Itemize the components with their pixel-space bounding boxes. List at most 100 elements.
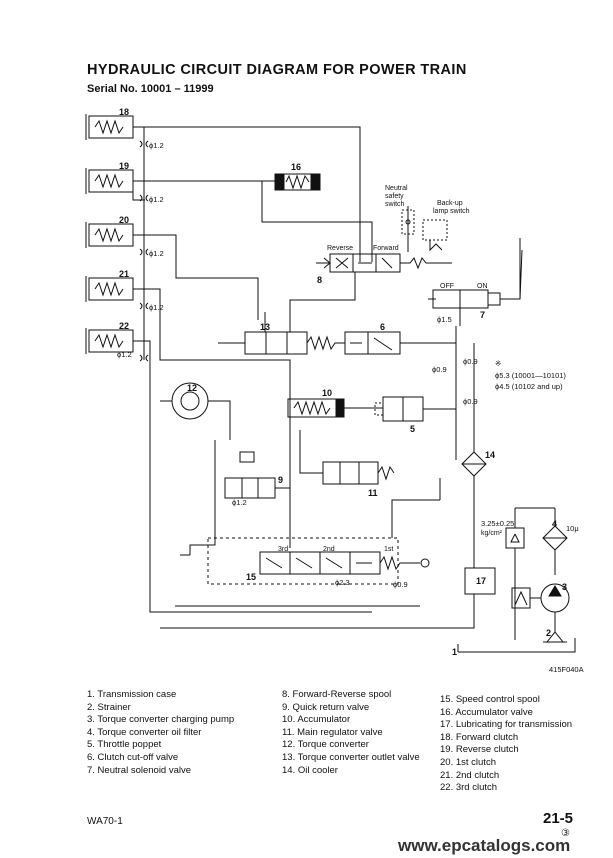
note-53: ϕ5.3 (10001—10101) [495,371,566,380]
forward-label: Forward [373,245,399,252]
label-3: 3 [562,582,567,592]
legend-item: 17. Lubricating for transmission [440,719,573,731]
clutch-18 [85,114,134,140]
legend-item: 6. Clutch cut-off valve [87,751,179,763]
orifice-22-label: ϕ1.2 [117,350,132,359]
legend-item: 16. Accumulator valve [440,706,533,718]
legend-item: 15. Speed control spool [440,694,540,705]
oil-filter-4 [542,525,568,551]
neutral-label-2: safety [385,193,404,200]
serial-number: Serial No. 10001 – 11999 [87,83,214,95]
legend-item: 9. Quick return valve [282,701,370,713]
accumulator-10 [287,398,345,418]
orifice-7-label: ϕ1.5 [437,315,452,324]
label-22: 22 [119,321,129,331]
label-19: 19 [119,161,129,171]
legend-item: 7. Neutral solenoid valve [87,764,192,776]
first-label: 1st [384,546,393,553]
orifice-9-label: ϕ1.2 [232,498,247,507]
label-1: 1 [452,647,457,657]
page-title: HYDRAULIC CIRCUIT DIAGRAM FOR POWER TRAI… [87,62,467,78]
clutch-21 [85,276,134,302]
legend-item: 3. Torque converter charging pump [87,714,235,726]
model-code: WA70-1 [87,816,123,827]
revision-mark: ③ [561,828,570,839]
on-label: ON [477,283,488,290]
transmission-case-1 [458,638,576,653]
legend-item: 10. Accumulator [282,714,351,726]
accumulator-valve-16 [274,173,321,191]
reverse-label: Reverse [327,245,353,252]
throttle-poppet-5 [374,396,424,422]
legend-item: 1. Transmission case [87,689,177,700]
label-2: 2 [546,628,551,638]
legend-item: 2. Strainer [87,701,131,713]
charging-pump-3 [511,583,570,613]
neutral-label-3: switch [385,201,405,208]
strainer-2 [543,631,567,643]
clutch-20 [85,222,134,248]
orifice-18-label: ϕ1.2 [149,141,164,150]
second-label: 2nd [323,546,335,553]
clutch-cutoff-valve-6 [344,331,401,355]
filter-rating: 10μ [566,524,579,533]
lubrication-box-17 [464,567,496,595]
main-regulator-valve-11 [322,461,395,485]
orifice-21-label: ϕ1.2 [149,303,164,312]
orifice-15b-label: ϕ0.9 [393,580,408,589]
legend-item: 14. Oil cooler [282,764,338,776]
legend-item: 4. Torque converter oil filter [87,726,202,738]
label-6: 6 [380,322,385,332]
orifice-15a-label: ϕ2.3 [335,578,350,587]
third-label: 3rd [278,546,288,553]
legend-item: 22. 3rd clutch [440,782,498,794]
label-13: 13 [260,322,270,332]
speed-control-spool-15 [259,551,430,575]
label-7: 7 [480,310,485,320]
label-10: 10 [322,388,332,398]
off-label: OFF [440,283,454,290]
orifice-c-label: ϕ0.9 [463,397,478,406]
oil-cooler-14 [461,451,487,477]
backup-lamp-switch [422,219,448,252]
legend-item: 20. 1st clutch [440,756,496,768]
orifice-a-label: ϕ0.9 [463,357,478,366]
note-star: ※ [495,359,501,368]
pressure-label: 3.25±0.25 [481,519,514,528]
legend-item: 11. Main regulator valve [282,726,383,738]
label-8: 8 [317,275,322,285]
label-12: 12 [187,383,197,393]
legend-item: 19. Reverse clutch [440,744,519,756]
backup-label-2: lamp switch [433,208,470,215]
pressure-unit: kg/cm² [481,530,503,537]
legend-item: 5. Throttle poppet [87,739,162,751]
orifice-19-label: ϕ1.2 [149,195,164,204]
legend-item: 8. Forward-Reverse spool [282,689,392,700]
legend-item: 18. Forward clutch [440,731,519,743]
orifices [139,140,149,362]
label-18: 18 [119,107,129,117]
quick-return-valve-9 [224,451,276,499]
label-9: 9 [278,475,283,485]
backup-label-1: Back-up [437,200,463,207]
figure-id: 415F040A [549,665,584,674]
label-20: 20 [119,215,129,225]
legend-item: 21. 2nd clutch [440,769,500,781]
neutral-label-1: Neutral [385,185,408,192]
label-14: 14 [485,450,495,460]
watermark: www.epcatalogs.com [398,836,571,855]
label-15: 15 [246,572,256,582]
label-21: 21 [119,269,129,279]
relief-valve [505,527,525,549]
neutral-safety-switch [401,206,415,252]
clutch-19 [85,168,134,194]
label-11: 11 [368,488,378,498]
label-17: 17 [476,576,486,586]
label-16: 16 [291,162,301,172]
legend-item: 12. Torque converter [282,739,369,751]
label-5: 5 [410,424,415,434]
orifice-20-label: ϕ1.2 [149,249,164,258]
forward-reverse-spool-8 [316,253,452,273]
label-4: 4 [552,519,557,529]
